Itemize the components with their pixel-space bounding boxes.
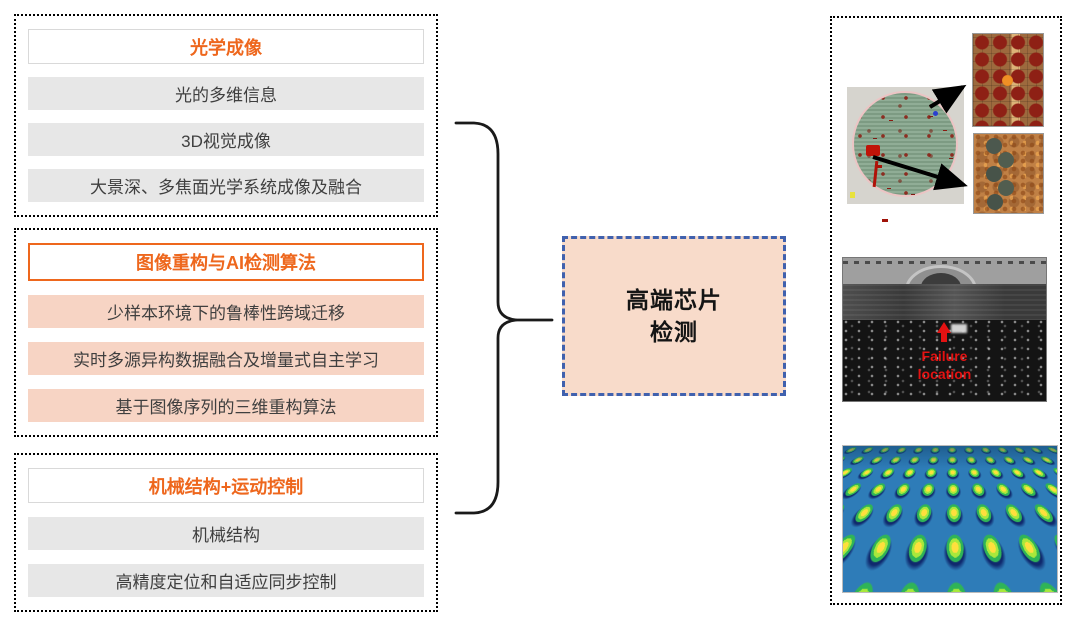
group-item: 3D视觉成像	[28, 123, 424, 156]
arrow-icon	[872, 155, 968, 191]
wafer-defect-blob	[866, 145, 880, 156]
wafer-marker-dot	[933, 111, 938, 116]
anomaly-bump-dot	[1002, 75, 1013, 86]
example-images-panel: Failure location	[830, 16, 1062, 605]
group-title-mechanical: 机械结构+运动控制	[28, 468, 424, 503]
curly-brace-icon	[454, 121, 554, 515]
ai-algorithm-group: 图像重构与AI检测算法 少样本环境下的鲁棒性跨域迁移 实时多源异构数据融合及增量…	[14, 228, 438, 437]
optical-imaging-group: 光学成像 光的多维信息 3D视觉成像 大景深、多焦面光学系统成像及融合	[14, 14, 438, 217]
group-item: 大景深、多焦面光学系统成像及融合	[28, 169, 424, 202]
failure-cross-section-image: Failure location	[842, 257, 1047, 402]
wafer-detail-bottom-image	[973, 133, 1044, 214]
cross-section-mid-layer	[843, 284, 1046, 320]
defect-chain-dots	[986, 138, 1002, 154]
arrow-icons	[872, 84, 968, 191]
group-item: 高精度定位和自适应同步控制	[28, 564, 424, 597]
horizon-haze	[843, 446, 1057, 468]
failure-location-label: Failure location	[917, 348, 972, 382]
failure-arrow-icon	[937, 322, 951, 333]
wafer-legend-dot	[850, 192, 855, 198]
cross-section-dome-core	[921, 273, 961, 287]
group-title-optical: 光学成像	[28, 29, 424, 64]
chip-inspection-title-line1: 高端芯片	[626, 286, 722, 313]
failure-arrow-stem	[941, 333, 947, 342]
bump-array-3d-image	[842, 445, 1058, 593]
bump-plane	[843, 446, 1057, 592]
group-item: 基于图像序列的三维重构算法	[28, 389, 424, 422]
group-item: 实时多源异构数据融合及增量式自主学习	[28, 342, 424, 375]
bright-spot	[951, 324, 967, 333]
group-item: 少样本环境下的鲁棒性跨域迁移	[28, 295, 424, 328]
group-item: 光的多维信息	[28, 77, 424, 110]
group-title-algorithm: 图像重构与AI检测算法	[28, 243, 424, 281]
mechanical-group: 机械结构+运动控制 机械结构 高精度定位和自适应同步控制	[14, 453, 438, 612]
wafer-detail-top-image	[972, 33, 1044, 127]
cross-section-ticks	[843, 261, 1046, 264]
chip-inspection-title-line2: 检测	[650, 319, 698, 345]
group-item: 机械结构	[28, 517, 424, 550]
arrow-icon	[928, 84, 967, 114]
chip-inspection-box: 高端芯片 检测	[562, 236, 786, 396]
